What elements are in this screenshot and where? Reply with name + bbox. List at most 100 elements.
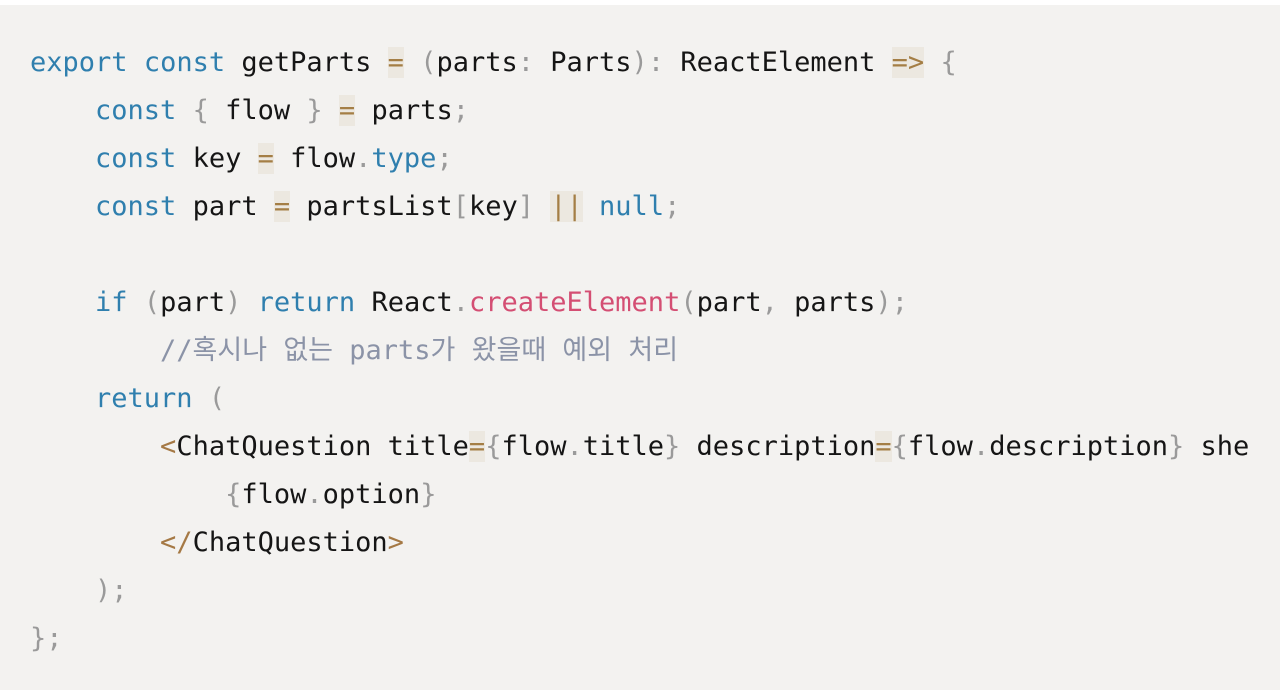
code-token-keyword: const bbox=[95, 95, 177, 126]
code-token-ident: she bbox=[1184, 431, 1250, 462]
code-token-ident: part bbox=[160, 287, 226, 318]
code-token-punct: ) bbox=[875, 287, 892, 318]
code-token-ident bbox=[176, 95, 192, 126]
code-line-13: }; bbox=[30, 615, 63, 663]
code-token-ident bbox=[30, 287, 95, 318]
code-token-punct: ) bbox=[95, 575, 112, 606]
code-token-ident bbox=[128, 47, 144, 78]
code-token-punct: { bbox=[485, 431, 502, 462]
code-token-ident bbox=[534, 191, 550, 222]
code-token-punct: ; bbox=[111, 575, 128, 606]
code-token-punct: ( bbox=[680, 287, 697, 318]
code-token-punct: } bbox=[664, 431, 681, 462]
code-token-punct: { bbox=[192, 95, 209, 126]
code-token-null: null bbox=[599, 191, 665, 222]
code-token-operator: = bbox=[875, 431, 892, 462]
code-token-ident bbox=[30, 575, 95, 606]
code-token-ident: ReactElement bbox=[664, 47, 892, 78]
code-token-ident: title bbox=[582, 431, 665, 462]
code-token-ident: key bbox=[468, 191, 518, 222]
code-token-punct: . bbox=[306, 479, 323, 510]
code-token-ident: ChatQuestion bbox=[192, 527, 388, 558]
code-token-punct: } bbox=[306, 95, 323, 126]
code-line-8: return ( bbox=[30, 375, 225, 423]
code-token-ident bbox=[128, 287, 144, 318]
code-token-ident: description bbox=[680, 431, 876, 462]
code-token-punct: ) bbox=[225, 287, 242, 318]
code-token-ident bbox=[323, 95, 339, 126]
code-token-punct: ( bbox=[420, 47, 437, 78]
code-token-keyword: return bbox=[95, 383, 193, 414]
code-token-ident: key bbox=[176, 143, 258, 174]
code-token-punct: } bbox=[420, 479, 437, 510]
code-token-ident: Parts bbox=[534, 47, 632, 78]
code-token-punct: } bbox=[30, 623, 47, 654]
code-token-punct: . bbox=[566, 431, 583, 462]
code-token-punct: , bbox=[761, 287, 778, 318]
code-token-keyword: return bbox=[257, 287, 356, 318]
code-line-2: const { flow } = parts; bbox=[30, 87, 469, 135]
code-token-tag: </ bbox=[160, 527, 193, 558]
code-token-punct: ; bbox=[436, 143, 453, 174]
code-token-ident: description bbox=[989, 431, 1169, 462]
code-line-10: {flow.option} bbox=[30, 471, 436, 519]
code-token-punct: : bbox=[647, 47, 665, 78]
code-token-punct: . bbox=[355, 143, 372, 174]
code-token-ident: flow bbox=[273, 143, 356, 174]
code-token-ident: part bbox=[696, 287, 762, 318]
code-line-12: ); bbox=[30, 567, 128, 615]
code-token-ident: getParts bbox=[225, 47, 388, 78]
code-line-1: export const getParts = (parts: Parts): … bbox=[30, 39, 957, 87]
code-token-ident bbox=[404, 47, 420, 78]
code-token-tag: > bbox=[387, 527, 404, 558]
code-token-ident: parts bbox=[355, 95, 453, 126]
code-token-ident bbox=[583, 191, 599, 222]
code-token-operator: => bbox=[891, 47, 925, 78]
code-token-punct: ( bbox=[208, 383, 226, 414]
code-token-ident: flow bbox=[501, 431, 567, 462]
code-token-punct: } bbox=[1168, 431, 1185, 462]
code-token-punct: ( bbox=[143, 287, 161, 318]
code-token-punct: : bbox=[517, 47, 534, 78]
code-token-keyword: if bbox=[95, 287, 128, 318]
code-line-7-comment: //혹시나 없는 parts가 왔을때 예외 처리 bbox=[30, 327, 678, 375]
code-line-9: <ChatQuestion title={flow.title} descrip… bbox=[30, 423, 1249, 471]
code-token-punct: { bbox=[891, 431, 908, 462]
code-token-punct: ; bbox=[891, 287, 908, 318]
code-token-ident bbox=[193, 383, 209, 414]
code-token-call: createElement bbox=[469, 287, 681, 318]
code-token-keyword: const bbox=[143, 47, 226, 78]
code-token-ident: React bbox=[355, 287, 453, 318]
code-token-ident: flow bbox=[208, 95, 307, 126]
code-token-ident bbox=[30, 335, 160, 366]
code-block[interactable]: export const getParts = (parts: Parts): … bbox=[0, 5, 1280, 690]
code-token-ident bbox=[30, 527, 160, 558]
code-token-operator: = bbox=[257, 143, 274, 174]
code-token-comment: //혹시나 없는 parts가 왔을때 예외 처리 bbox=[160, 335, 679, 366]
code-token-punct: { bbox=[940, 47, 957, 78]
code-token-ident: flow bbox=[241, 479, 307, 510]
code-token-ident: ChatQuestion title bbox=[176, 431, 469, 462]
code-token-ident bbox=[241, 287, 257, 318]
code-token-keyword: const bbox=[95, 191, 177, 222]
code-token-punct: [ bbox=[452, 191, 469, 222]
code-token-punct: ) bbox=[631, 47, 648, 78]
code-token-punct: ; bbox=[46, 623, 63, 654]
code-token-operator: = bbox=[338, 95, 356, 126]
code-token-ident: parts bbox=[436, 47, 518, 78]
code-token-ident bbox=[30, 431, 160, 462]
code-token-punct: ] bbox=[517, 191, 534, 222]
code-line-11: </ChatQuestion> bbox=[30, 519, 404, 567]
code-token-punct: . bbox=[972, 431, 990, 462]
code-token-ident bbox=[924, 47, 940, 78]
code-token-ident bbox=[30, 383, 95, 414]
code-token-keyword: const bbox=[95, 143, 177, 174]
code-token-ident: option bbox=[322, 479, 421, 510]
code-line-6: if (part) return React.createElement(par… bbox=[30, 279, 908, 327]
code-token-ident: flow bbox=[907, 431, 973, 462]
code-token-punct: ; bbox=[452, 95, 469, 126]
code-token-ident bbox=[30, 95, 95, 126]
code-token-keyword: export bbox=[30, 47, 128, 78]
code-line-3: const key = flow.type; bbox=[30, 135, 453, 183]
code-token-tag: < bbox=[160, 431, 177, 462]
